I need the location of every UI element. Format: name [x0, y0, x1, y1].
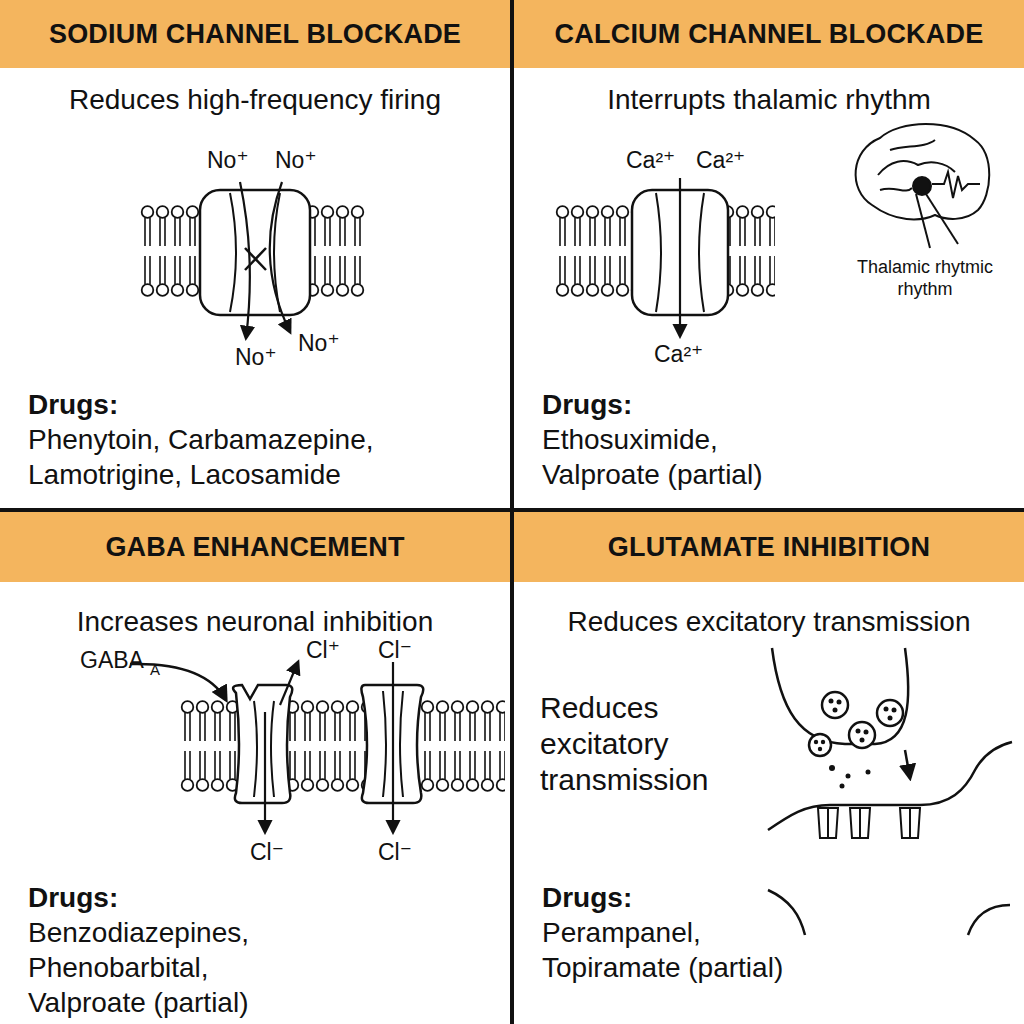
illustration-label: A	[150, 661, 160, 679]
panel-heading: GABA ENHANCEMENT	[105, 532, 404, 563]
drug-list: Perampanel, Topiramate (partial)	[542, 915, 842, 985]
sodium-channel-illustration	[140, 182, 365, 338]
illustration-label: Reduces excitatory transmission	[540, 690, 760, 798]
illustration-label: Thalamic rhytmic rhythm	[850, 256, 1000, 300]
header-band: GABA ENHANCEMENT	[0, 512, 510, 582]
mechanism-subtitle: Interrupts thalamic rhythm	[514, 82, 1024, 117]
illustration-label: No⁺	[275, 146, 317, 174]
drug-list: Ethosuximide, Valproate (partial)	[542, 422, 842, 492]
mechanism-panel: Reduces high-frequency firingDrugs:Pheny…	[0, 0, 510, 508]
illustration-label: Ca²⁺	[696, 146, 745, 174]
header-band: GLUTAMATE INHIBITION	[514, 512, 1024, 582]
header-band: SODIUM CHANNEL BLOCKADE	[0, 0, 510, 68]
illustration-label: No⁺	[207, 146, 249, 174]
gaba-receptor-illustration	[130, 662, 505, 832]
illustration-label: Ca²⁺	[654, 340, 703, 368]
calcium-channel-illustration	[555, 178, 775, 336]
illustration-label: Cl⁻	[250, 838, 284, 866]
drugs-heading: Drugs:	[542, 387, 1022, 422]
panel-heading: CALCIUM CHANNEL BLOCKADE	[555, 19, 984, 50]
illustration-label: Cl⁻	[378, 636, 412, 664]
mechanism-subtitle: Reduces excitatory transmission	[514, 604, 1024, 639]
illustration-label: Cl⁻	[378, 838, 412, 866]
drug-list: Phenytoin, Carbamazepine, Lamotrigine, L…	[28, 422, 508, 492]
mechanism-subtitle: Increases neuronal inhibition	[0, 604, 510, 639]
panel-heading: GLUTAMATE INHIBITION	[608, 532, 930, 563]
mechanism-panel: Increases neuronal inhibitionDrugs:Benzo…	[0, 512, 510, 1024]
illustration-label: Cl⁺	[306, 636, 340, 664]
drugs-heading: Drugs:	[28, 387, 508, 422]
drugs-heading: Drugs:	[28, 880, 508, 915]
illustration-label: No⁺	[298, 329, 340, 357]
illustration-label: GABA	[80, 646, 144, 674]
drug-list: Benzodiazepines, Phenobarbital, Valproat…	[28, 915, 298, 1020]
synapse-illustration	[768, 648, 1012, 935]
illustration-label: Ca²⁺	[626, 146, 675, 174]
brain-icon	[856, 124, 990, 248]
illustration-label: No⁺	[235, 343, 277, 371]
drugs-heading: Drugs:	[542, 880, 1022, 915]
mechanism-subtitle: Reduces high-frequency firing	[0, 82, 510, 117]
mechanism-panel: Interrupts thalamic rhythmDrugs:Ethosuxi…	[514, 0, 1024, 508]
panel-heading: SODIUM CHANNEL BLOCKADE	[49, 19, 461, 50]
header-band: CALCIUM CHANNEL BLOCKADE	[514, 0, 1024, 68]
